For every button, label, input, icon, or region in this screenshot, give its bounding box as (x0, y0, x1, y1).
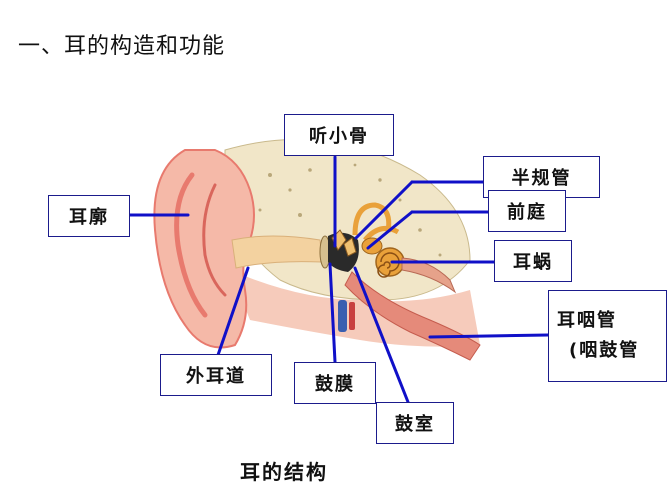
diagram-caption: 耳的结构 (240, 460, 328, 484)
auricle-fold (174, 172, 208, 318)
semicircular-canals-shape (352, 202, 400, 242)
label-ear-canal: 外耳道 (160, 354, 272, 396)
pointer-tympanic (353, 266, 410, 404)
label-auricle: 耳廓 (48, 195, 130, 237)
label-eustachian-tube: 耳咽管 (咽鼓管 (548, 290, 667, 382)
ear-illustration (153, 138, 481, 361)
label-tympanic-cavity: 鼓室 (376, 402, 454, 444)
label-ossicles: 听小骨 (284, 114, 394, 156)
auricle-inner-fold (202, 183, 227, 297)
pointer-semicircular-diag (354, 180, 414, 240)
label-eardrum: 鼓膜 (294, 362, 376, 404)
pointer-eustachian (428, 333, 550, 339)
pointer-vestibule-diag (366, 210, 414, 250)
pointer-ear-canal (216, 266, 250, 357)
page-title: 一、耳的构造和功能 (18, 34, 226, 59)
label-eustachian-line2: (咽鼓管 (569, 340, 640, 361)
label-cochlea: 耳蜗 (494, 240, 572, 282)
vessel-blue (338, 300, 347, 332)
cochlea-shape (375, 247, 405, 278)
label-vestibule: 前庭 (488, 190, 566, 232)
vessel-red (349, 302, 355, 330)
pointer-lines (128, 155, 550, 404)
pointer-eardrum (328, 262, 337, 364)
label-eustachian-line1: 耳咽管 (557, 310, 617, 331)
